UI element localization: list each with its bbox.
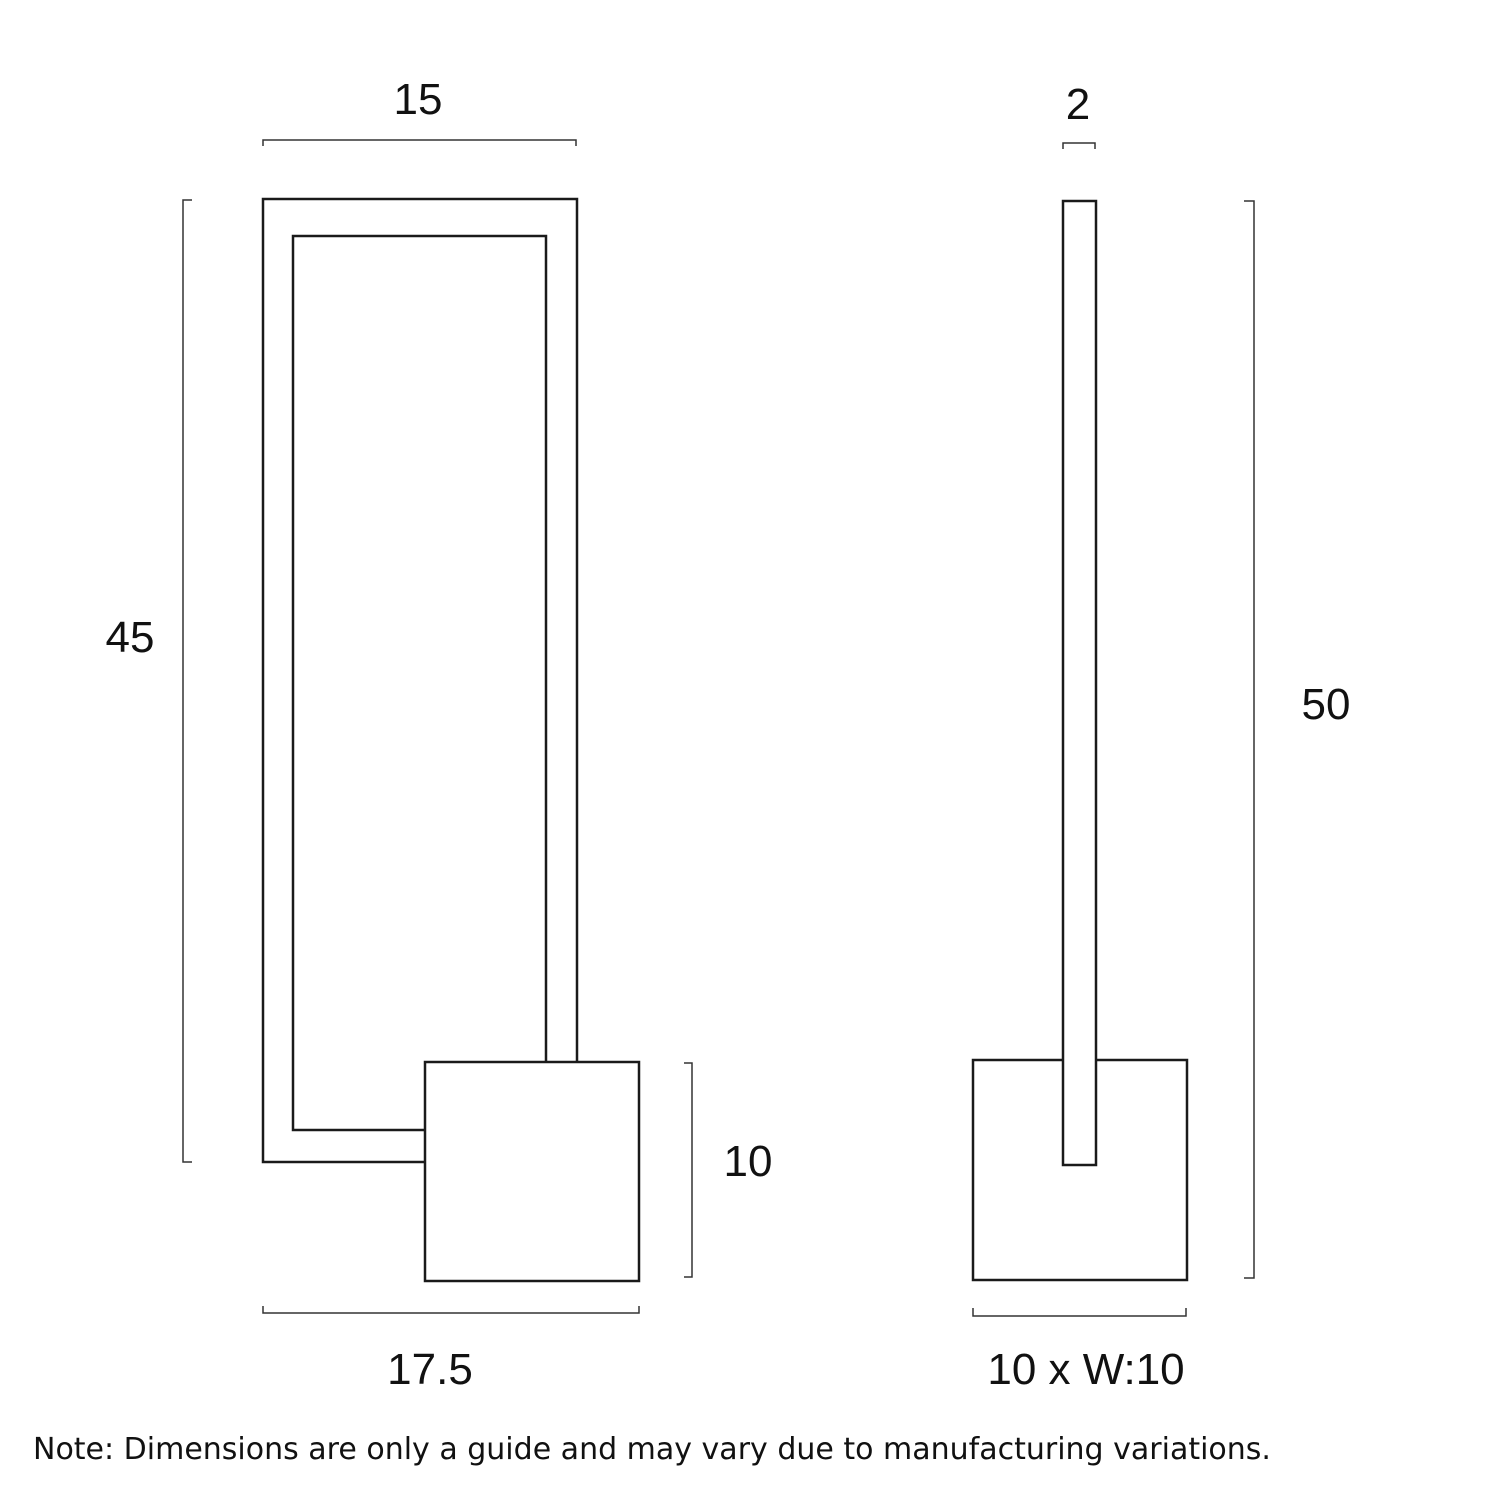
disclaimer-note: Note: Dimensions are only a guide and ma… [33, 1432, 1271, 1467]
dim-side-base-label: 10 x W:10 [987, 1345, 1184, 1394]
dim-width-line [262, 139, 577, 146]
side-view: 2 50 10 x W:10 [971, 80, 1351, 1394]
dim-total-width-line [262, 1306, 640, 1314]
dim-height-line [182, 199, 192, 1163]
dim-width-label: 15 [394, 75, 443, 124]
dim-depth-line [1062, 142, 1096, 149]
dim-side-height-label: 50 [1302, 680, 1351, 729]
dim-side-base-line [972, 1308, 1187, 1317]
dim-total-width-label: 17.5 [387, 1345, 473, 1394]
side-stem [1061, 199, 1098, 1167]
dim-base-height-label: 10 [724, 1137, 773, 1186]
dim-base-height-line [684, 1062, 693, 1278]
front-view: 15 45 10 17.5 [106, 75, 773, 1394]
outer-frame [261, 197, 579, 1164]
dim-side-height-line [1244, 200, 1255, 1279]
dim-height-label: 45 [106, 613, 155, 662]
inner-frame [291, 234, 548, 1132]
front-base [423, 1060, 641, 1283]
dim-depth-label: 2 [1066, 80, 1090, 129]
